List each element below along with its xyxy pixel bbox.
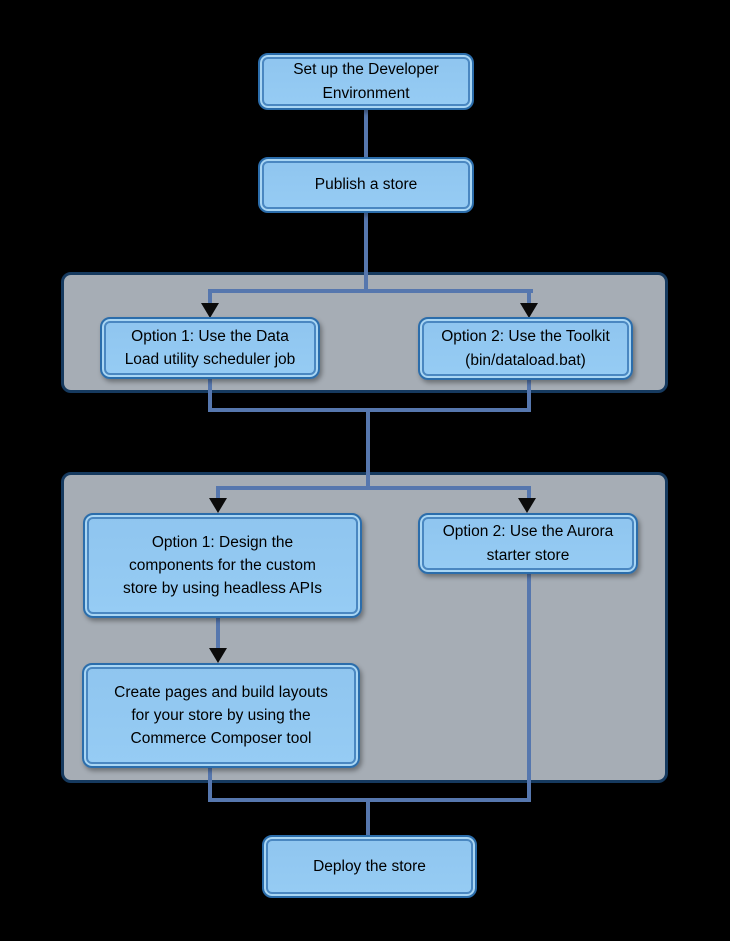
arrowhead-down-icon [209,498,227,513]
connector-branch2-left-drop [216,486,220,501]
connector-design-to-create [216,617,220,649]
connector-option1a-down [208,377,212,412]
arrowhead-down-icon [518,498,536,513]
arrowhead-down-icon [209,648,227,663]
arrowhead-down-icon [520,303,538,318]
flowchart-node-setup-environment: Set up the Developer Environment [258,53,474,110]
flowchart-node-store-option1-design: Option 1: Design the components for the … [83,513,362,618]
connector-merge1-to-branch2 [366,408,370,490]
connector-aurora-down [527,572,531,802]
connector-branch1-right-drop [527,289,531,305]
connector-option2a-down [527,379,531,412]
connector-setup-to-publish [364,109,368,159]
connector-create-down [208,767,212,802]
flowchart-node-store-option2-aurora: Option 2: Use the Aurora starter store [418,513,638,574]
flowchart-node-publish-store: Publish a store [258,157,474,213]
connector-branch1-horizontal [208,289,533,293]
connector-branch2-horizontal [216,486,530,490]
connector-branch1-left-drop [208,289,212,305]
connector-branch2-right-drop [527,486,531,501]
connector-publish-to-branch [364,212,368,291]
arrowhead-down-icon [201,303,219,318]
flowchart-node-deploy-store: Deploy the store [262,835,477,898]
flowchart-node-dataload-option2: Option 2: Use the Toolkit (bin/dataload.… [418,317,633,380]
connector-merge2-to-deploy [366,798,370,835]
flowchart-node-dataload-option1: Option 1: Use the Data Load utility sche… [100,317,320,379]
flowchart-node-create-pages: Create pages and build layouts for your … [82,663,360,768]
